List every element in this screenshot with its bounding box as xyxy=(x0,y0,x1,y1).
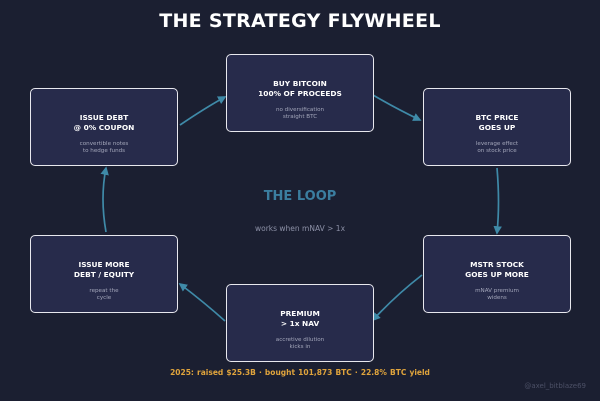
diagram-title: THE STRATEGY FLYWHEEL xyxy=(159,10,441,32)
node-title: ISSUE MORE DEBT / EQUITY xyxy=(73,260,135,279)
node-title: BTC PRICE GOES UP xyxy=(475,113,519,132)
arrow-issue-debt-to-buy xyxy=(179,96,227,126)
author-handle: @axel_bitblaze69 xyxy=(524,382,586,390)
arrow-stock-to-premium xyxy=(371,274,423,322)
node-subtitle: repeat the cycle xyxy=(89,288,119,302)
stats-footer: 2025: raised $25.3B · bought 101,873 BTC… xyxy=(170,368,430,377)
arrow-price-to-stock xyxy=(493,167,502,235)
node-title: BUY BITCOIN 100% OF PROCEEDS xyxy=(258,79,342,98)
node-issue-debt: ISSUE DEBT @ 0% COUPON convertible notes… xyxy=(30,88,178,166)
arrow-buy-to-price xyxy=(372,94,422,121)
node-subtitle: no diversification straight BTC xyxy=(275,107,325,121)
node-premium: PREMIUM > 1x NAV accretive dilution kick… xyxy=(226,284,374,362)
loop-condition: works when mNAV > 1x xyxy=(254,224,346,233)
node-mstr-stock: MSTR STOCK GOES UP MORE mNAV premium wid… xyxy=(423,235,571,313)
loop-title: THE LOOP xyxy=(263,189,337,204)
node-btc-price: BTC PRICE GOES UP leverage effect on sto… xyxy=(423,88,571,166)
arrow-issue-more-to-issue-debt xyxy=(100,166,109,233)
node-issue-more: ISSUE MORE DEBT / EQUITY repeat the cycl… xyxy=(30,235,178,313)
node-title: PREMIUM > 1x NAV xyxy=(280,309,320,328)
node-buy-bitcoin: BUY BITCOIN 100% OF PROCEEDS no diversif… xyxy=(226,54,374,132)
node-title: ISSUE DEBT @ 0% COUPON xyxy=(73,113,135,132)
node-subtitle: mNAV premium widens xyxy=(475,288,519,302)
node-title: MSTR STOCK GOES UP MORE xyxy=(465,260,529,279)
node-subtitle: leverage effect on stock price xyxy=(475,141,519,155)
node-subtitle: accretive dilution kicks in xyxy=(275,337,325,351)
arrow-premium-to-issue-more xyxy=(178,282,226,322)
node-subtitle: convertible notes to hedge funds xyxy=(79,141,129,155)
